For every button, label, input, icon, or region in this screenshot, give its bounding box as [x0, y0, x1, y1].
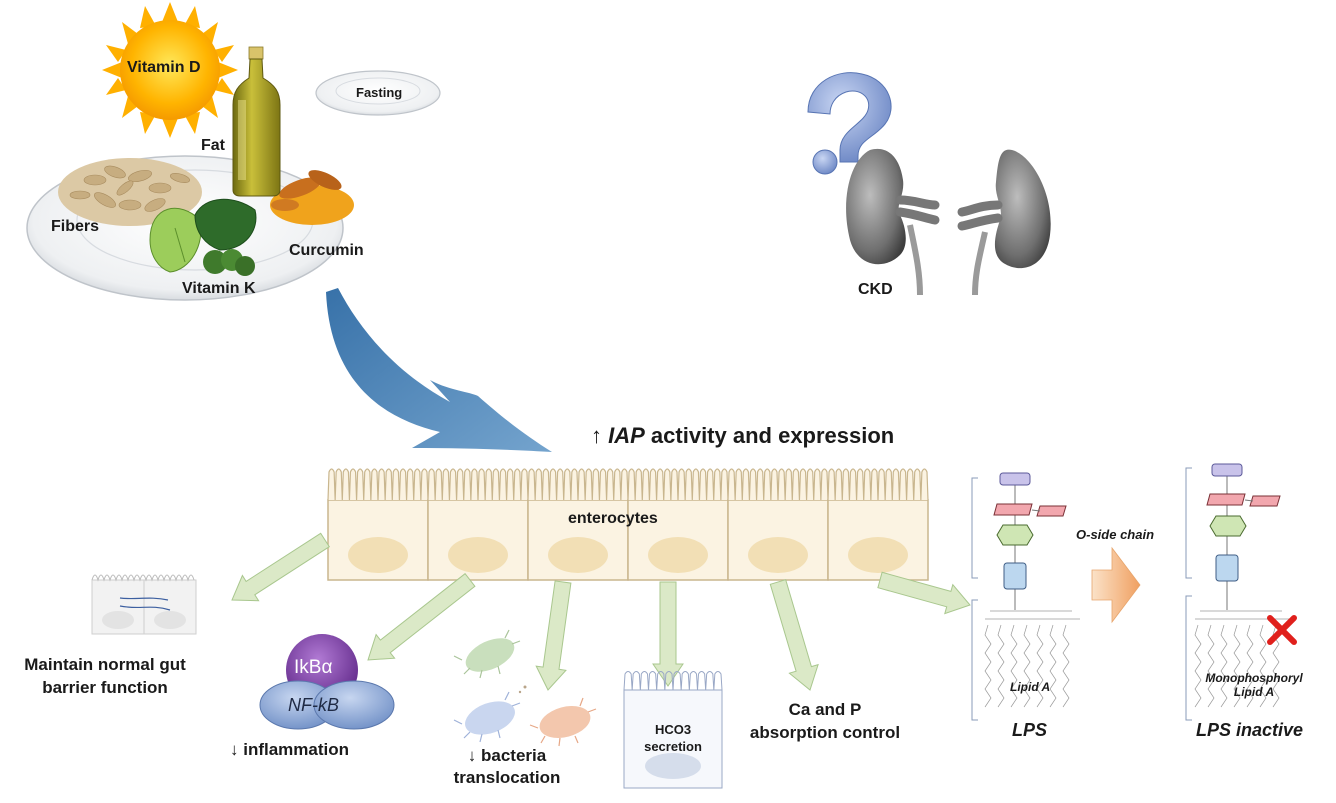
vitamin-d-label: Vitamin D [127, 59, 201, 76]
ca-p-label: Ca and P absorption control [730, 700, 920, 743]
turmeric-image [270, 170, 354, 225]
enterocyte-cell [627, 468, 729, 581]
iap-title: ↑ IAP activity and expression [591, 423, 894, 449]
bacterium-green [453, 629, 521, 679]
ikba-label: IkBα [294, 657, 333, 678]
outcome-arrow [367, 572, 476, 661]
bacteria-image [453, 629, 597, 747]
enterocyte-cell [327, 468, 429, 581]
outcome-arrow [231, 532, 330, 602]
nucleus [548, 537, 608, 573]
ca-line2: absorption control [749, 723, 901, 742]
vitamin-k-label: Vitamin K [182, 280, 256, 297]
outcome-arrow [652, 581, 684, 687]
nfkb-label: NF-kB [288, 695, 339, 715]
bacteria-line2: translocation [453, 768, 561, 787]
empty-plate-image [315, 70, 441, 116]
enterocyte-cell [427, 468, 529, 581]
fibers-label: Fibers [51, 218, 100, 235]
olive-oil-bottle-image [232, 46, 281, 197]
question-mark-icon [807, 72, 892, 175]
monophosphoryl-label: Monophosphoryl Lipid A [1198, 671, 1310, 699]
ca-line1: Ca and P [788, 700, 862, 719]
big-blue-arrow [326, 288, 552, 452]
enterocyte-cell [727, 468, 829, 581]
hco3-cell-image [623, 671, 723, 789]
lipid-a-chains [984, 610, 1080, 708]
red-x-icon [1267, 615, 1297, 645]
gut-barrier-cells-image [91, 574, 197, 635]
fat-label: Fat [201, 137, 225, 154]
conversion-arrow [1091, 546, 1141, 624]
enterocyte-cell [527, 468, 629, 581]
iap-rest: activity and expression [644, 423, 895, 448]
nucleus [648, 537, 708, 573]
barrier-line1: Maintain normal gut [24, 655, 186, 674]
curcumin-label: Curcumin [289, 242, 364, 259]
enterocytes-label: enterocytes [568, 510, 658, 527]
bacterium-blue [453, 691, 521, 743]
kidney-right-icon [957, 149, 1051, 296]
lps-inactive-label: LPS inactive [1196, 720, 1304, 740]
nucleus [848, 537, 908, 573]
o-side-chain-label: O-side chain [1076, 527, 1155, 542]
lipid-a-label: Lipid A [1010, 680, 1051, 694]
lps-inactive-structure [1185, 463, 1297, 721]
outcome-arrows [231, 532, 971, 691]
lps-label: LPS [1012, 720, 1048, 740]
lps-structure [971, 472, 1080, 721]
nucleus [348, 537, 408, 573]
barrier-label: Maintain normal gut barrier function [5, 655, 205, 698]
outcome-arrow [769, 579, 819, 691]
barrier-line2: barrier function [42, 678, 168, 697]
outcome-arrow [535, 580, 572, 691]
bacteria-label: ↓ bacteria translocation [432, 746, 582, 788]
enterocyte-cell [827, 468, 929, 581]
leafy-greens-image [149, 198, 257, 276]
up-arrow-icon: ↑ [591, 423, 602, 448]
mono-line1: Monophosphoryl [1205, 671, 1303, 685]
mono-line2: Lipid A [1233, 685, 1275, 699]
nucleus [748, 537, 808, 573]
enterocyte-row [327, 468, 929, 581]
sugar-block-icon [999, 472, 1031, 486]
outcome-arrow [877, 571, 971, 615]
hco3-line2: secretion [644, 739, 702, 754]
hco3-label: HCO3 secretion [628, 722, 718, 754]
bacteria-line1: ↓ bacteria [467, 746, 547, 765]
inflammation-label: ↓ inflammation [230, 740, 350, 759]
nucleus [448, 537, 508, 573]
ckd-label: CKD [858, 281, 893, 298]
sun-icon [102, 2, 238, 138]
nfkb-complex-image [259, 634, 395, 730]
kidney-left-icon [846, 148, 940, 296]
fasting-label: Fasting [356, 85, 403, 100]
oat-flakes-image [58, 158, 202, 226]
hco3-line1: HCO3 [654, 722, 692, 737]
iap-name: IAP [608, 423, 645, 448]
bacterium-orange [529, 697, 597, 747]
